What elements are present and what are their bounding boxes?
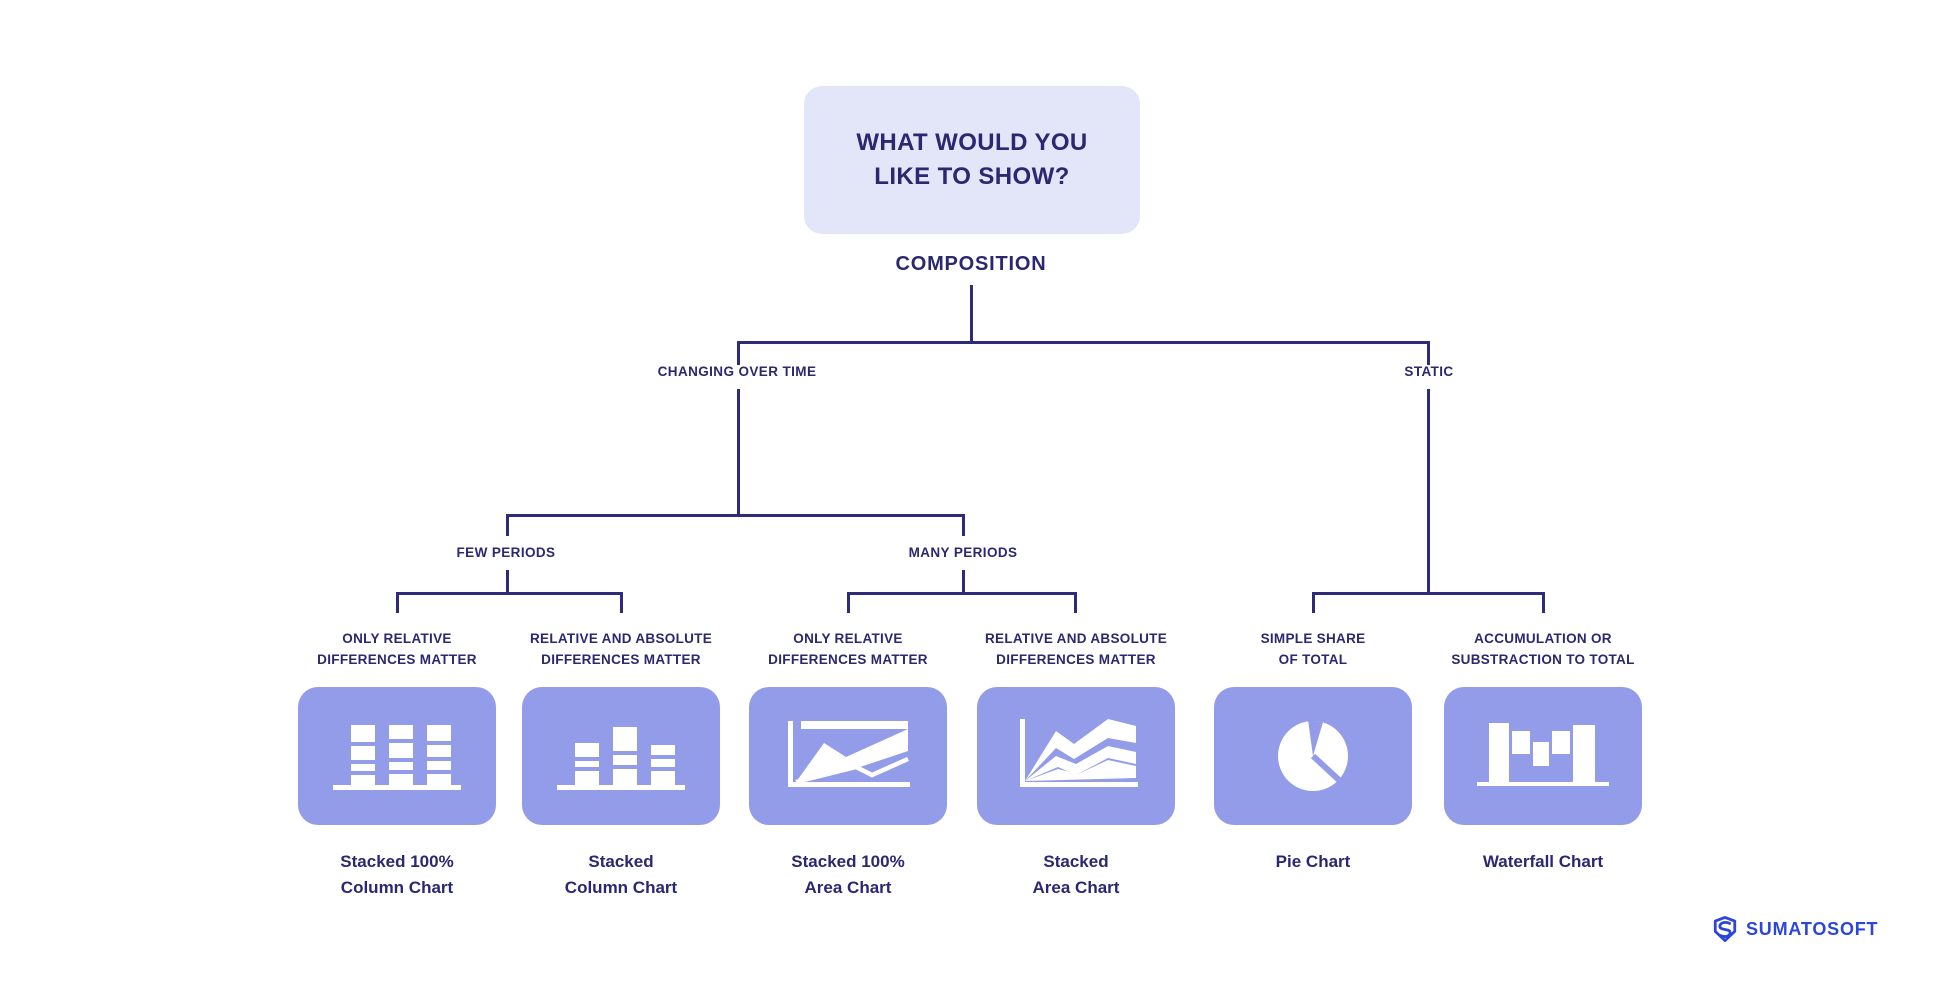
branch-many-periods: MANY PERIODS [908,545,1018,560]
connector-level2-horizontal [506,514,965,517]
chart-name: Waterfall Chart [1413,849,1673,875]
logo-text: SUMATOSOFT [1746,918,1879,939]
chart-name: Stacked Area Chart [946,849,1206,901]
category-label: COMPOSITION [895,253,1047,275]
chart-name-line-1: Pie Chart [1275,852,1351,871]
condition-line-2: SUBSTRACTION TO TOTAL [1451,652,1635,667]
chart-name: Pie Chart [1183,849,1443,875]
chart-name-line-1: Stacked [1043,852,1109,871]
stacked-100-column-chart-icon [333,725,461,790]
chart-name-line-2: Column Chart [564,878,678,897]
condition-line-2: DIFFERENCES MATTER [768,652,928,667]
chart-card [749,687,947,825]
chart-name: Stacked 100% Column Chart [267,849,527,901]
chart-card [977,687,1175,825]
connector-few-periods-horizontal [397,592,623,595]
connector-drop-leaf-6 [1542,592,1545,613]
condition-line-2: DIFFERENCES MATTER [541,652,701,667]
root-question-box: WHAT WOULD YOU LIKE TO SHOW? [804,86,1140,234]
stacked-100-area-chart-icon [788,721,910,787]
condition-line-1: RELATIVE AND ABSOLUTE [529,631,713,646]
pie-chart-icon [1278,720,1348,791]
connector-drop-static [1427,341,1430,365]
logo: SUMATOSOFT [1712,915,1878,943]
connector-changing-vertical [737,389,740,515]
connector-drop-many-periods [962,514,965,536]
branch-few-periods: FEW PERIODS [456,545,556,560]
chart-name: Stacked 100% Area Chart [718,849,978,901]
connector-drop-leaf-5 [1312,592,1315,613]
chart-name-line-2: Column Chart [340,878,454,897]
branch-static: STATIC [1404,364,1454,379]
chart-name-line-1: Stacked [588,852,654,871]
branch-changing-over-time: CHANGING OVER TIME [657,364,817,379]
condition-line-1: SIMPLE SHARE [1260,631,1366,646]
connector-root-vertical [970,285,973,342]
chart-card [298,687,496,825]
leaf-condition: ONLY RELATIVE DIFFERENCES MATTER [718,628,978,670]
leaf-condition: SIMPLE SHARE OF TOTAL [1183,628,1443,670]
sumatosoft-shield-icon [1713,916,1737,942]
chart-card [522,687,720,825]
connector-drop-changing-over-time [737,341,740,365]
connector-drop-leaf-3 [847,592,850,613]
chart-name: Stacked Column Chart [491,849,751,901]
leaf-stacked-area: RELATIVE AND ABSOLUTE DIFFERENCES MATTER… [946,628,1206,901]
condition-line-1: ACCUMULATION OR [1474,631,1612,646]
leaf-condition: ONLY RELATIVE DIFFERENCES MATTER [267,628,527,670]
connector-many-periods-vertical [962,570,965,593]
chart-name-line-1: Waterfall Chart [1482,852,1604,871]
connector-drop-few-periods [506,514,509,536]
condition-line-2: OF TOTAL [1278,652,1348,667]
leaf-stacked-100-column: ONLY RELATIVE DIFFERENCES MATTER Stacked… [267,628,527,901]
condition-line-2: DIFFERENCES MATTER [996,652,1156,667]
connector-few-periods-vertical [506,570,509,593]
stacked-area-chart-icon [1020,719,1138,787]
chart-card [1444,687,1642,825]
connector-level1-horizontal [737,341,1430,344]
chart-name-line-2: Area Chart [804,878,892,897]
condition-line-1: RELATIVE AND ABSOLUTE [984,631,1168,646]
connector-drop-leaf-4 [1074,592,1077,613]
chart-card [1214,687,1412,825]
connector-many-periods-horizontal [848,592,1077,595]
leaf-stacked-column: RELATIVE AND ABSOLUTE DIFFERENCES MATTER… [491,628,751,901]
chart-name-line-1: Stacked 100% [340,852,454,871]
leaf-stacked-100-area: ONLY RELATIVE DIFFERENCES MATTER Stacked… [718,628,978,901]
leaf-condition: RELATIVE AND ABSOLUTE DIFFERENCES MATTER [491,628,751,670]
condition-line-1: ONLY RELATIVE [793,631,903,646]
chart-name-line-2: Area Chart [1032,878,1120,897]
condition-line-2: DIFFERENCES MATTER [317,652,477,667]
connector-static-vertical [1427,389,1430,594]
waterfall-chart-icon [1477,723,1609,786]
condition-line-1: ONLY RELATIVE [342,631,452,646]
connector-static-horizontal [1313,592,1544,595]
connector-drop-leaf-2 [620,592,623,613]
root-question-text: WHAT WOULD YOU LIKE TO SHOW? [856,129,1088,190]
stacked-column-chart-icon [557,727,685,790]
leaf-condition: RELATIVE AND ABSOLUTE DIFFERENCES MATTER [946,628,1206,670]
leaf-waterfall: ACCUMULATION OR SUBSTRACTION TO TOTAL Wa… [1413,628,1673,875]
leaf-pie: SIMPLE SHARE OF TOTAL Pie Chart [1183,628,1443,875]
chart-name-line-1: Stacked 100% [791,852,905,871]
leaf-condition: ACCUMULATION OR SUBSTRACTION TO TOTAL [1413,628,1673,670]
connector-drop-leaf-1 [396,592,399,613]
